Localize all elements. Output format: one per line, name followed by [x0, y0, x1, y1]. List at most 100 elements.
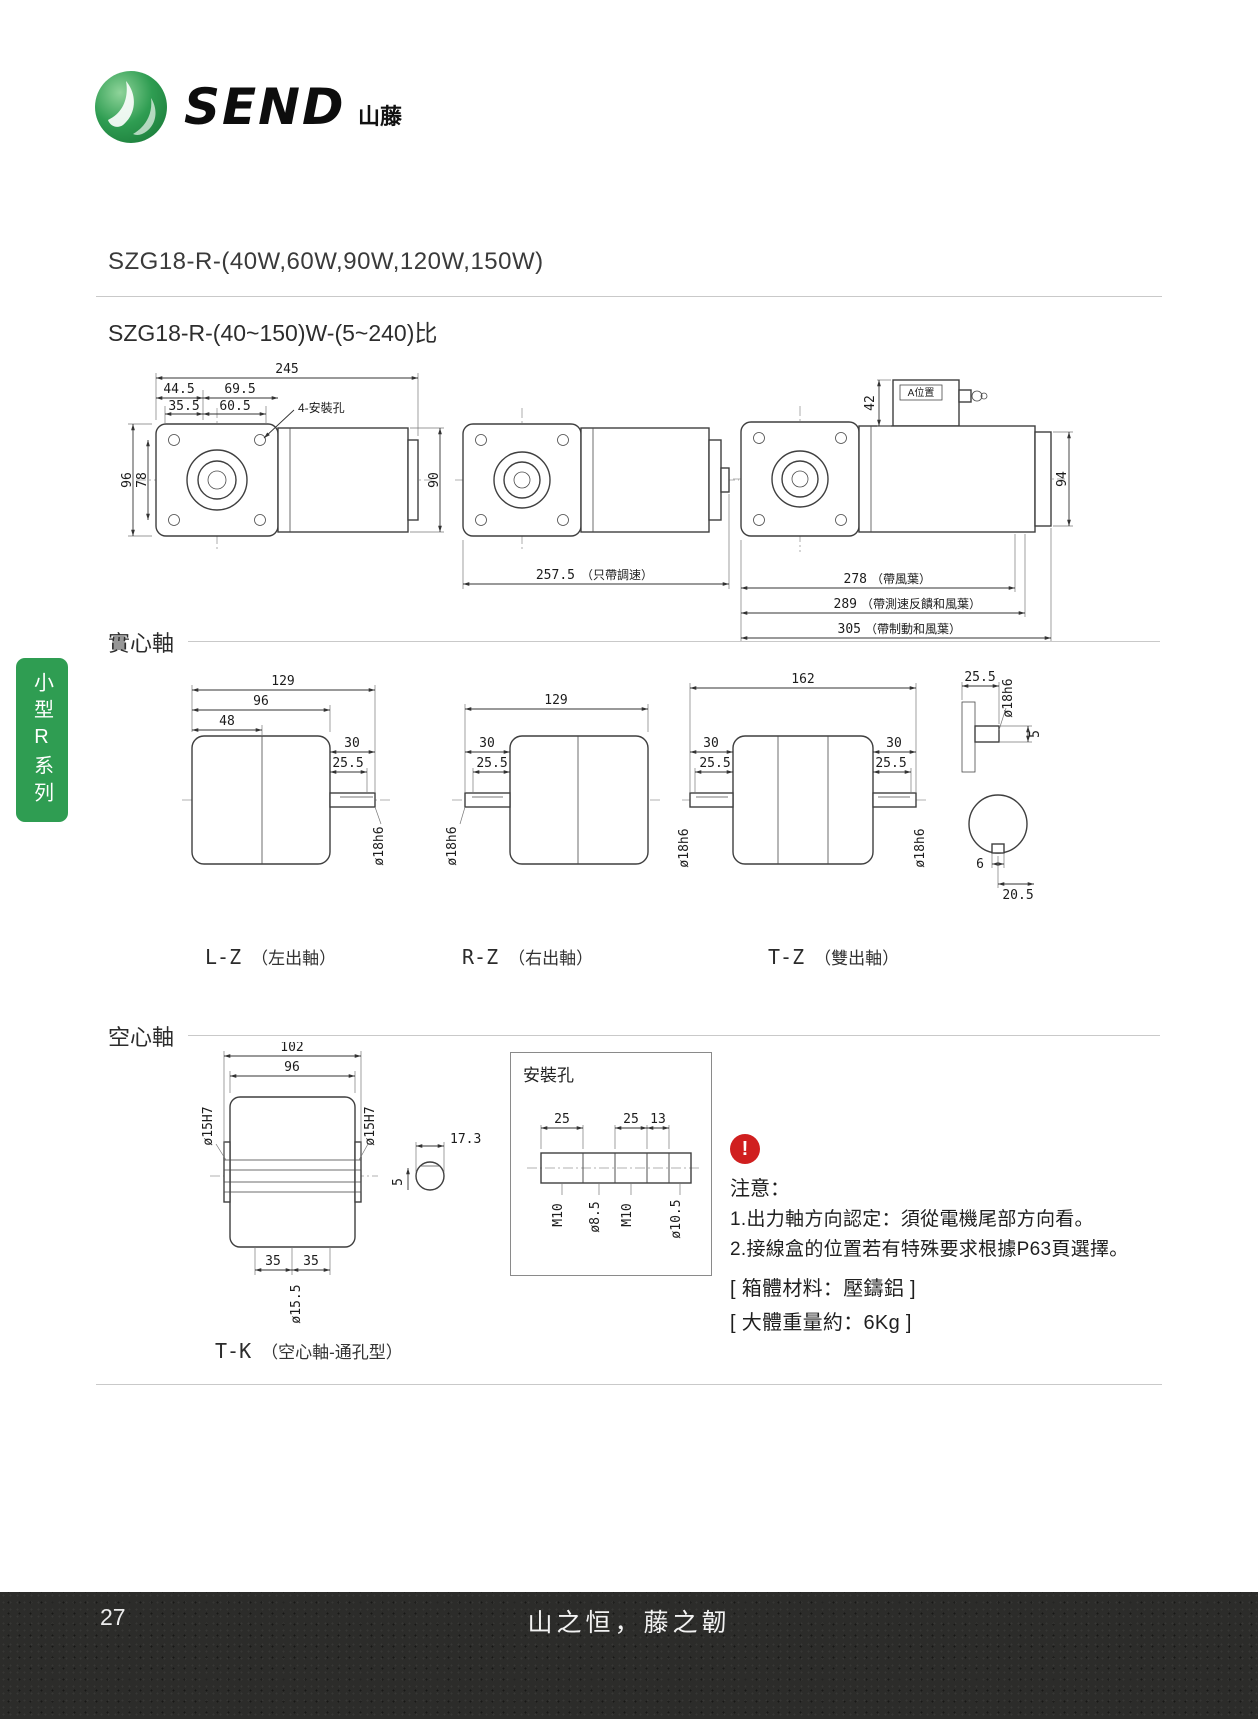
thread-m10-a: M10 [551, 1203, 566, 1226]
drawing-motor-front-side: 245 44.5 69.5 35.5 60.5 4-安裝孔 96 78 90 [120, 362, 444, 552]
dim-35-left: 35 [265, 1254, 281, 1269]
dim-13: 13 [650, 1112, 666, 1127]
footer-slogan: 山之恒，藤之韌 [527, 1609, 731, 1637]
dimensions: 25.5 ø18h6 5 [961, 670, 1043, 743]
front-flange-view [462, 423, 582, 537]
bore-dia-bottom: ø15.5 [289, 1284, 304, 1323]
sidebar-series-tab: 小型R系列 [16, 658, 68, 822]
caption-rz-note: （右出軸） [508, 949, 594, 968]
caption-lz-code: L-Z [205, 945, 242, 969]
body-outline [689, 735, 917, 865]
drawing-lz-left-output: 129 96 48 30 25.5 ø18h6 [182, 674, 392, 866]
dim-17-3: 17.3 [450, 1132, 481, 1147]
dim-257-5-note: （只帶調速） [581, 568, 653, 582]
hole-dia-10-5: ø10.5 [669, 1199, 684, 1238]
a-position-label: A位置 [908, 386, 935, 399]
dim-289-note: （帶測速反饋和風葉） [861, 596, 981, 611]
caption-rz-code: R-Z [462, 945, 499, 969]
dim-305: 305 [838, 622, 861, 637]
bore-dia-left: ø15H7 [201, 1106, 216, 1145]
dim-44-5: 44.5 [163, 382, 194, 397]
drawing-motor-speed-control: 257.5 （只帶調速） [455, 408, 739, 589]
flange-cross-section [961, 701, 1000, 773]
dim-42: 42 [863, 395, 878, 411]
dimensions: 129 30 25.5 ø18h6 [445, 693, 649, 866]
drawing-shaft-end-view: 25.5 ø18h6 5 6 20.5 [961, 670, 1043, 901]
body-outline [464, 735, 649, 865]
drawing-mount-hole-section: 25 25 13 M10 ø8.5 M10 ø10.5 [527, 1112, 701, 1239]
page-title: SZG18-R-(40W,60W,90W,120W,150W) [108, 248, 544, 275]
dim-94: 94 [1055, 471, 1070, 487]
side-body-view [277, 427, 419, 533]
brand-logo: SEND 山藤 [92, 68, 402, 146]
caption-tz: T-Z （雙出軸） [768, 944, 899, 969]
dim-35-right: 35 [303, 1254, 319, 1269]
section-divider-solid [188, 641, 1160, 642]
dim-20-5: 20.5 [1002, 888, 1033, 901]
thread-m10-b: M10 [620, 1203, 635, 1226]
mount-hole-title: 安裝孔 [523, 1066, 574, 1085]
dim-30: 30 [479, 736, 495, 751]
bore-dia-right: ø15H7 [363, 1106, 378, 1145]
dim-129: 129 [271, 674, 294, 689]
dim-278-note: （帶風葉） [871, 572, 931, 586]
dim-162: 162 [791, 672, 814, 687]
dim-96: 96 [253, 694, 269, 709]
dim-102: 102 [280, 1042, 303, 1055]
dim-48: 48 [219, 714, 235, 729]
dim-278: 278 [844, 572, 867, 587]
bore-end-view: 17.3 5 [391, 1132, 481, 1191]
dimensions: 257.5 （只帶調速） [462, 494, 730, 589]
terminal-box: A位置 [892, 379, 988, 427]
shaft-dia-left: ø18h6 [678, 828, 692, 867]
drawing-tk-hollow-shaft: 102 96 ø15H7 ø15H7 35 35 ø15.5 17.3 5 [201, 1042, 481, 1324]
drawing-tz-double-output: 162 30 30 25.5 25.5 ø18h6 ø18h6 [678, 672, 928, 868]
front-flange-view [155, 423, 279, 537]
shaft-dia: ø18h6 [372, 826, 387, 865]
dim-257-5: 257.5 [536, 568, 575, 583]
caption-lz: L-Z （左出軸） [205, 944, 336, 969]
dim-30-right: 30 [886, 736, 902, 751]
dim-25-5-left: 25.5 [699, 756, 730, 771]
caption-tk-code: T-K [215, 1339, 252, 1363]
dim-6: 6 [976, 857, 984, 872]
logo-globe-icon [95, 71, 167, 143]
title-divider [96, 296, 1162, 297]
dim-90: 90 [427, 472, 442, 488]
material-note: [ 箱體材料：壓鑄鋁 ] [730, 1278, 916, 1300]
section-divider-hollow [188, 1035, 1160, 1036]
dimensions: 25 25 13 M10 ø8.5 M10 ø10.5 [540, 1112, 684, 1239]
side-body-view [858, 425, 1052, 533]
bottom-divider [96, 1384, 1162, 1385]
mount-hole-panel: 安裝孔 25 [510, 1052, 712, 1276]
dim-25-5: 25.5 [476, 756, 507, 771]
caption-tk-note: （空心軸-通孔型） [261, 1343, 403, 1362]
dim-69-5: 69.5 [224, 382, 255, 397]
dim-30-left: 30 [703, 736, 719, 751]
caption-tz-code: T-Z [768, 945, 805, 969]
dim-5: 5 [391, 1178, 406, 1186]
dimensions: 129 96 48 30 25.5 ø18h6 [191, 674, 387, 866]
dim-25-5: 25.5 [332, 756, 363, 771]
dim-129: 129 [544, 693, 567, 708]
warning-icon: ! [730, 1134, 760, 1164]
dim-305-note: （帶制動和風葉） [865, 622, 961, 636]
dim-78: 78 [135, 472, 150, 488]
notes-title: 注意： [730, 1178, 790, 1200]
dim-5: 5 [1028, 730, 1043, 738]
weight-note: [ 大體重量約：6Kg ] [730, 1312, 912, 1334]
dim-96: 96 [284, 1060, 300, 1075]
body-outline [223, 1096, 362, 1248]
drawing-rz-right-output: 129 30 25.5 ø18h6 [445, 693, 662, 866]
caption-lz-note: （左出軸） [251, 949, 337, 968]
note-line-1: 1.出力軸方向認定：須從電機尾部方向看。 [730, 1209, 1094, 1230]
dim-35-5: 35.5 [168, 399, 199, 414]
caption-tk: T-K （空心軸-通孔型） [215, 1338, 403, 1363]
shaft-dia-right: ø18h6 [913, 828, 928, 867]
dim-25-b: 25 [623, 1112, 639, 1127]
section-title-solid-shaft: 實心軸 [108, 631, 175, 656]
dim-60-5: 60.5 [219, 399, 250, 414]
page-number: 27 [100, 1604, 126, 1630]
note-line-2: 2.接線盒的位置若有特殊要求根據P63頁選擇。 [730, 1239, 1129, 1260]
dim-25-5-right: 25.5 [875, 756, 906, 771]
